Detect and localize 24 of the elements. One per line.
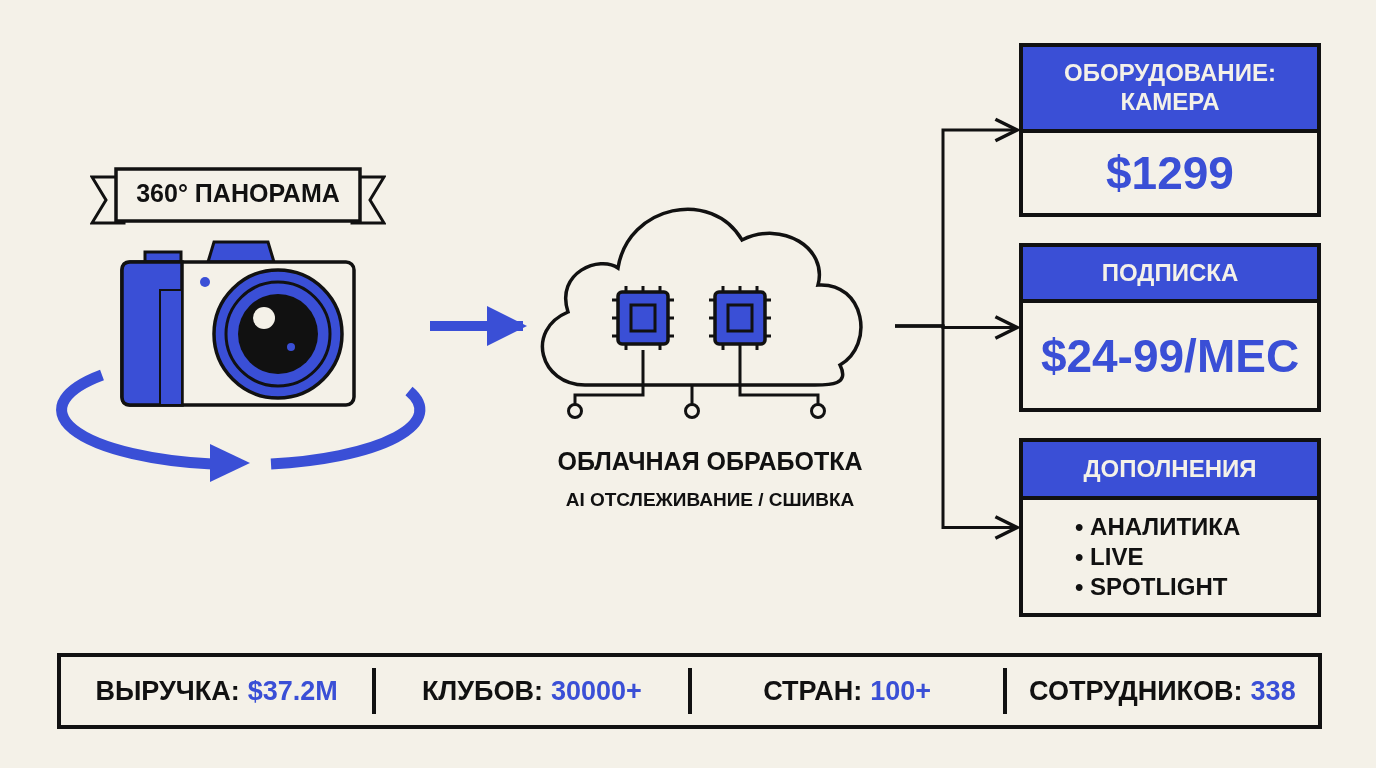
feature-item: • LIVE: [1075, 541, 1144, 572]
cloud-heading: ОБЛАЧНАЯ ОБРАБОТКА: [556, 447, 864, 476]
stat-value: 338: [1250, 675, 1296, 707]
price-card: [1019, 438, 1321, 617]
price-card: [1019, 43, 1321, 217]
stat-label: КЛУБОВ:: [421, 675, 543, 707]
price-card: [1019, 243, 1321, 412]
stat-value: 30000+: [551, 675, 642, 707]
stat-value: 100+: [870, 675, 931, 707]
stat-label: ВЫРУЧКА:: [95, 675, 240, 707]
feature-item: • АНАЛИТИКА: [1075, 511, 1241, 542]
price-value: $1299: [1106, 146, 1234, 200]
card-header: ДОПОЛНЕНИЯ: [1023, 442, 1317, 500]
stat-label: СОТРУДНИКОВ:: [1029, 675, 1243, 707]
arrow: [430, 306, 527, 346]
card-header: ОБОРУДОВАНИЕ: КАМЕРА: [1023, 47, 1317, 133]
price-value: $24-99/МЕС: [1040, 328, 1300, 383]
stat-value: $37.2M: [247, 675, 338, 707]
stats-bar: [57, 653, 1322, 729]
card-header: ПОДПИСКА: [1023, 247, 1317, 303]
stat-label: СТРАН:: [763, 675, 863, 707]
feature-item: • SPOTLIGHT: [1075, 571, 1228, 602]
cloud-subtitle: AI ОТСЛЕЖИВАНИЕ / СШИВКА: [564, 489, 856, 511]
arrow: [895, 324, 1019, 541]
